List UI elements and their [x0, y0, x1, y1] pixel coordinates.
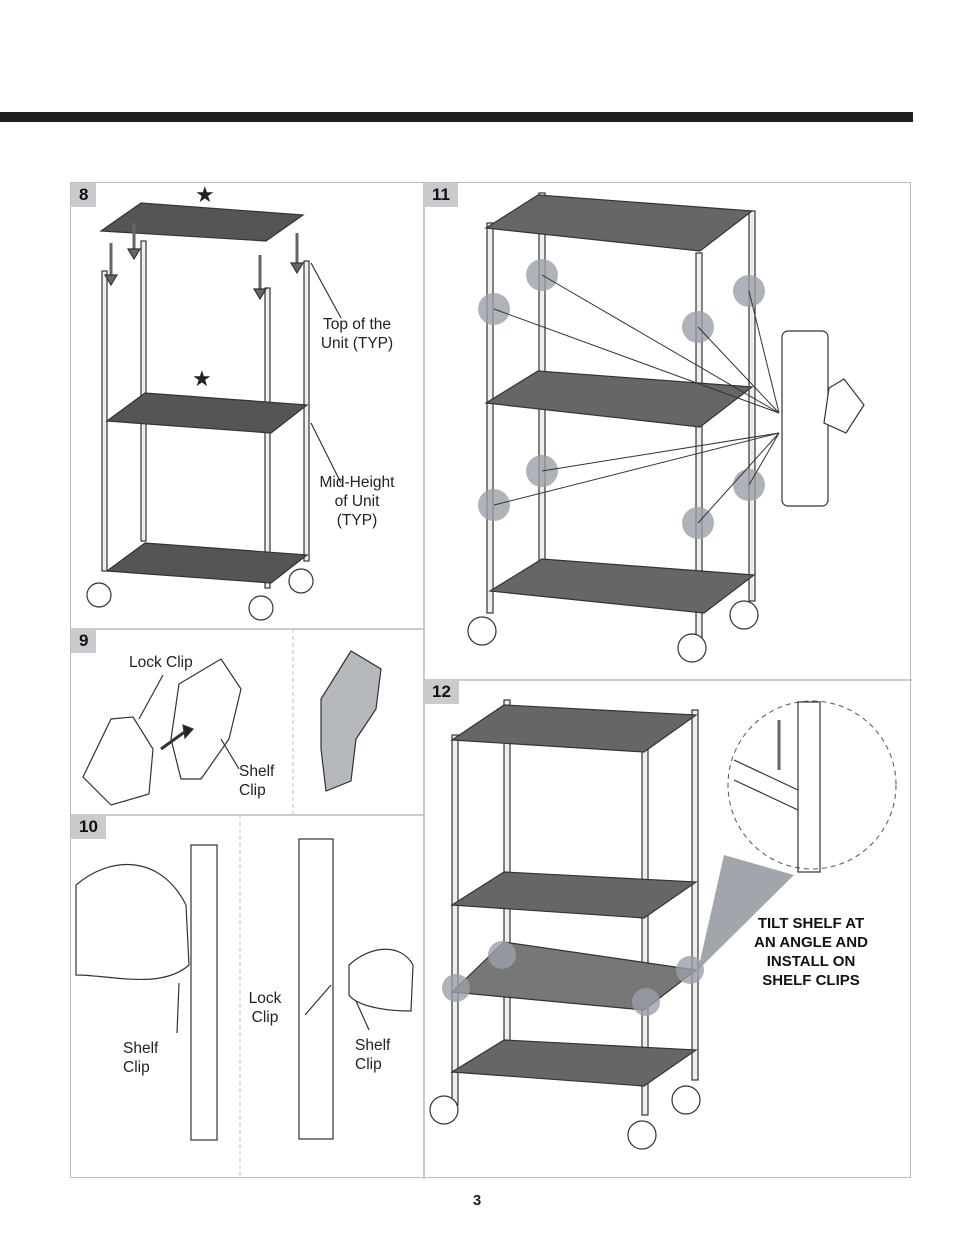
step-12-panel: 12	[424, 680, 912, 1179]
mid-height-callout: Mid-Height of Unit (TYP)	[319, 474, 395, 529]
top-of-unit-callout: Top of the Unit (TYP)	[320, 316, 394, 352]
star-marker-mid: ★	[192, 366, 212, 391]
lock-clip-callout: Lock Clip	[129, 654, 193, 671]
header-rule	[0, 112, 913, 122]
step-8-panel: 8 ★ ★	[71, 183, 424, 629]
step-10-number: 10	[71, 815, 106, 839]
shelf-clip-left-callout: Shelf Clip	[123, 1040, 159, 1076]
instruction-frame: 8 ★ ★	[70, 182, 912, 1179]
step-12-number: 12	[424, 680, 459, 704]
tilt-shelf-drawing	[429, 699, 897, 1150]
lock-clip-callout-10: Lock Clip	[248, 990, 282, 1026]
tilt-shelf-note: TILT SHELF AT AN ANGLE AND INSTALL ON SH…	[754, 915, 868, 989]
step-10-panel: 10 Shelf Clip Lock Clip Shelf Clip	[71, 815, 424, 1179]
step-9-number: 9	[71, 629, 97, 653]
shelf-clip-right-callout: Shelf Clip	[355, 1037, 391, 1073]
four-shelf-unit-drawing	[467, 192, 865, 663]
shelving-unit-drawing	[86, 202, 342, 621]
shelf-clip-callout: Shelf Clip	[239, 763, 275, 799]
star-marker-top: ★	[195, 182, 215, 207]
clip-install-drawing	[75, 838, 414, 1141]
step-11-number: 11	[424, 183, 458, 207]
clip-assembly-drawing	[82, 650, 382, 806]
step-11-panel: 11	[424, 183, 912, 680]
page-number: 3	[472, 1192, 482, 1209]
step-8-number: 8	[71, 183, 97, 207]
step-9-panel: 9 Lock Clip Shelf Clip	[71, 629, 424, 815]
